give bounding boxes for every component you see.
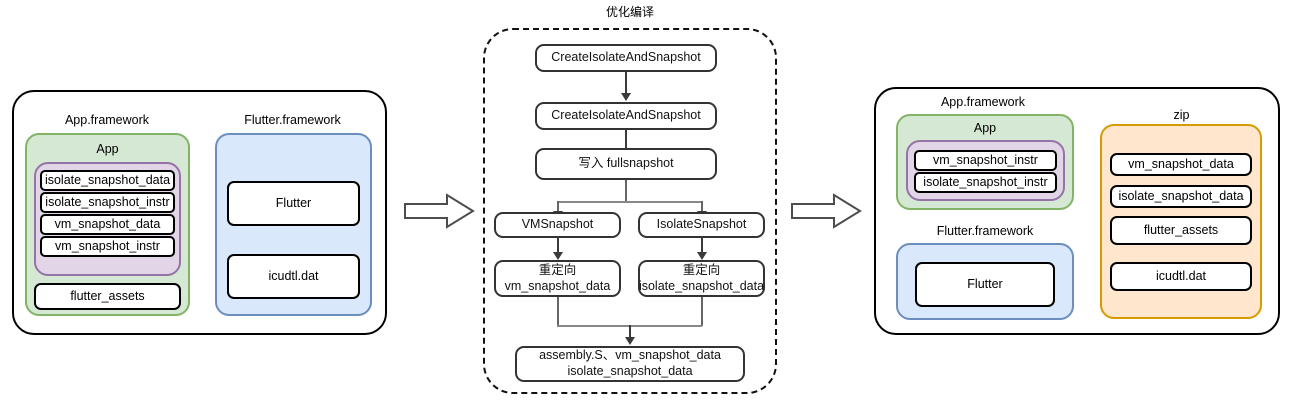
right-zip-item-icudtl-dat[interactable]: icudtl.dat [1110,262,1252,291]
flow-step-write-fullsnapshot[interactable]: 写入 fullsnapshot [535,148,717,180]
arrowhead-isolatesnapshot-redirect [697,252,707,260]
left-item-icudtl-dat[interactable]: icudtl.dat [227,254,360,299]
right-flutter-framework-label: Flutter.framework [936,224,1034,238]
right-item-vm-snapshot-instr[interactable]: vm_snapshot_instr [914,150,1057,171]
right-zip-label: zip [1173,108,1190,122]
left-app-framework-label: App.framework [64,113,150,127]
connector-merge-stem [629,325,631,339]
transform-arrow-2 [791,193,862,229]
flow-box-vmsnapshot[interactable]: VMSnapshot [494,212,621,238]
right-zip-item-flutter-assets[interactable]: flutter_assets [1110,216,1252,245]
left-item-vm-snapshot-data[interactable]: vm_snapshot_data [40,214,175,235]
arrowhead-merge-output [625,337,635,345]
connector-isolatesnapshot-redirect [701,238,703,254]
connector-step2-step3 [625,130,627,153]
connector-split-left [557,201,559,213]
left-item-flutter[interactable]: Flutter [227,181,360,226]
transform-arrow-1 [404,193,475,229]
flow-box-isolatesnapshot[interactable]: IsolateSnapshot [638,212,765,238]
right-item-flutter[interactable]: Flutter [915,262,1055,307]
arrowhead-vmsnapshot-redirect [553,252,563,260]
flow-box-redirect-vm[interactable]: 重定向 vm_snapshot_data [494,260,621,297]
left-item-isolate-snapshot-instr[interactable]: isolate_snapshot_instr [40,192,175,213]
middle-panel-title: 优化编译 [605,5,654,19]
connector-step1-step2 [625,72,627,95]
connector-redirect-vm-down [557,297,559,326]
right-app-label: App [973,121,997,135]
connector-step3-split-stem [625,180,627,202]
connector-split-right [701,201,703,213]
connector-redirect-isolate-down [701,297,703,326]
right-item-isolate-snapshot-instr[interactable]: isolate_snapshot_instr [914,172,1057,193]
left-app-label: App [96,142,119,156]
right-app-framework-label: App.framework [940,95,1026,109]
connector-step3-split-bar [558,201,702,203]
left-item-flutter-assets[interactable]: flutter_assets [34,283,181,310]
connector-vmsnapshot-redirect [557,238,559,254]
flow-step-create-isolate-2[interactable]: CreateIsolateAndSnapshot [535,102,717,130]
flow-step-create-isolate-1[interactable]: CreateIsolateAndSnapshot [535,44,717,72]
left-item-vm-snapshot-instr[interactable]: vm_snapshot_instr [40,236,175,257]
flow-box-assembly-output[interactable]: assembly.S、vm_snapshot_data isolate_snap… [515,346,745,382]
right-zip-item-isolate-snapshot-data[interactable]: isolate_snapshot_data [1110,185,1252,208]
right-zip-item-vm-snapshot-data[interactable]: vm_snapshot_data [1110,153,1252,176]
flow-box-redirect-isolate[interactable]: 重定向 isolate_snapshot_data [638,260,765,297]
left-flutter-framework-label: Flutter.framework [244,113,341,127]
arrowhead-step1-step2 [621,93,631,101]
left-item-isolate-snapshot-data[interactable]: isolate_snapshot_data [40,170,175,191]
